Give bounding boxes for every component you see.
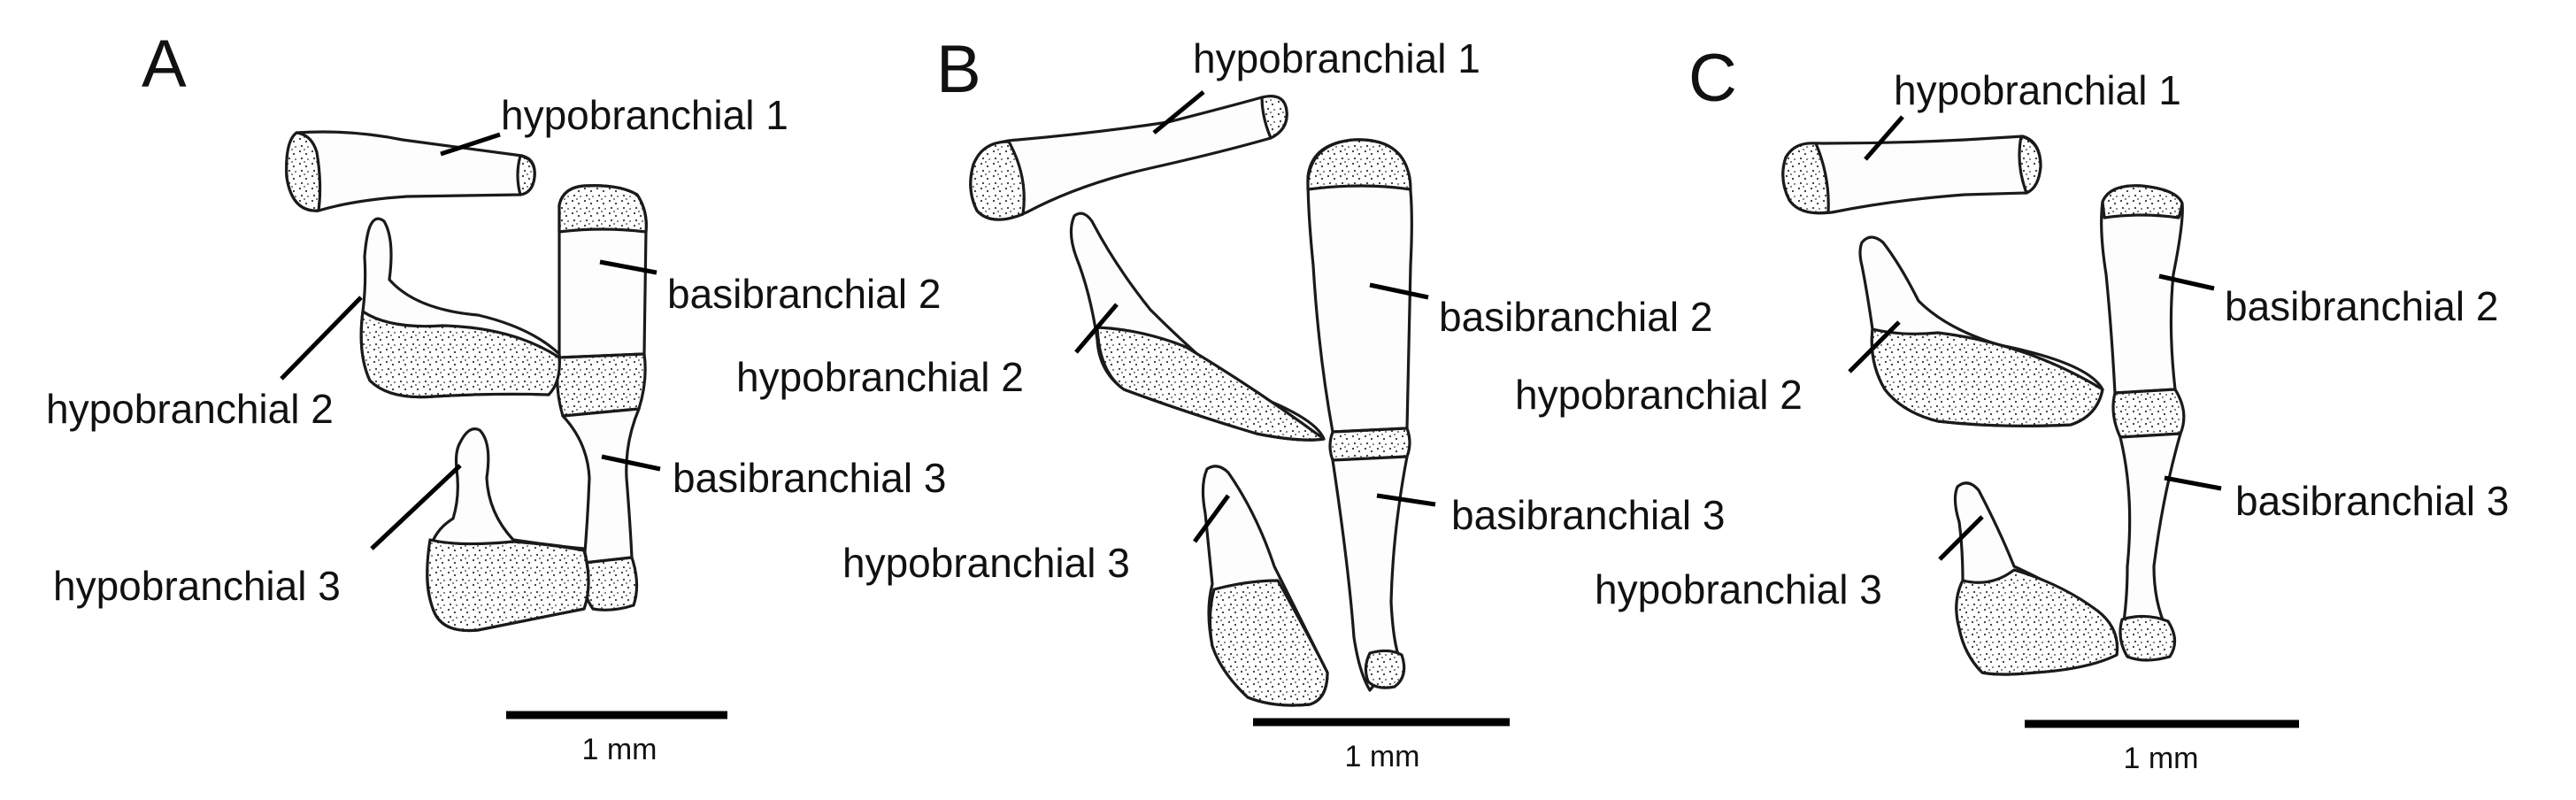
leader-line (601, 454, 661, 472)
hypobranchial-1-bone (1781, 135, 2042, 215)
hypobranchial-2-bone (1858, 235, 2104, 427)
panel-letter: C (1688, 41, 1737, 116)
label-hypobranchial-3: hypobranchial 3 (1595, 566, 1882, 612)
panel-c: C hypobranchial 1 basibranchial 2 basibr… (1515, 41, 2509, 775)
label-basibranchial-2: basibranchial 2 (2225, 283, 2498, 329)
label-hypobranchial-3: hypobranchial 3 (53, 563, 341, 609)
label-hypobranchial-3: hypobranchial 3 (842, 540, 1130, 586)
label-basibranchial-2: basibranchial 2 (667, 271, 941, 317)
hypobranchial-3-bone (426, 427, 590, 633)
hypobranchial-1-bone (969, 95, 1288, 221)
leader-line (1074, 303, 1119, 354)
hypobranchial-3-bone (1953, 481, 2119, 676)
leader-line (1864, 115, 1904, 161)
label-hypobranchial-1: hypobranchial 1 (501, 92, 788, 138)
label-basibranchial-3: basibranchial 3 (1451, 492, 1725, 538)
leader-line (2164, 475, 2222, 491)
basibranchial-2-bone (556, 184, 648, 418)
leader-line (2158, 273, 2215, 291)
leader-line (1848, 320, 1901, 373)
scale-label: 1 mm (1345, 740, 1420, 773)
basibranchial-3-bone (561, 407, 641, 612)
hypobranchial-1-bone (285, 130, 536, 212)
hypobranchial-2-bone (1069, 212, 1326, 442)
scale-label: 1 mm (2124, 742, 2199, 775)
label-hypobranchial-2: hypobranchial 2 (1515, 372, 1803, 418)
leader-line (1192, 494, 1231, 543)
label-hypobranchial-1: hypobranchial 1 (1894, 67, 2181, 113)
basibranchial-3-bone (1331, 455, 1409, 692)
label-hypobranchial-2: hypobranchial 2 (46, 386, 334, 432)
label-hypobranchial-1: hypobranchial 1 (1193, 35, 1480, 81)
basibranchial-2-bone (2100, 184, 2186, 439)
leader-line (1152, 90, 1205, 135)
panel-letter: B (936, 32, 981, 107)
leader-line (1376, 493, 1436, 507)
leader-line (370, 464, 462, 550)
basibranchial-2-bone (1306, 138, 1413, 462)
hypobranchial-3-bone (1201, 465, 1329, 707)
hypobranchial-2-bone (359, 217, 561, 399)
panel-b: B hypobranchial 1 basibranchial 2 basibr… (736, 32, 1725, 773)
leader-line (1369, 282, 1429, 300)
basibranchial-3-bone (2118, 432, 2182, 662)
leader-line (1938, 515, 1984, 561)
label-hypobranchial-2: hypobranchial 2 (736, 354, 1024, 400)
label-basibranchial-3: basibranchial 3 (2235, 478, 2509, 524)
leader-line (599, 259, 657, 275)
leader-line (440, 132, 501, 157)
panel-letter: A (142, 27, 187, 102)
scale-label: 1 mm (582, 733, 657, 766)
label-basibranchial-3: basibranchial 3 (673, 455, 946, 501)
leader-line (280, 296, 363, 381)
label-basibranchial-2: basibranchial 2 (1439, 294, 1712, 340)
panel-a: A hypobranchial 1 basibranchial 2 basibr… (46, 27, 946, 766)
